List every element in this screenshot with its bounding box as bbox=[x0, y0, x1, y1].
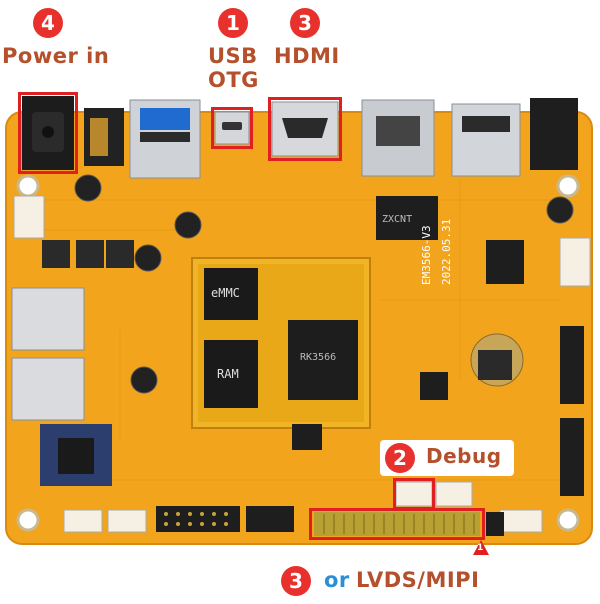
debug-badge: 2 bbox=[385, 443, 415, 473]
debug-highlight bbox=[393, 478, 435, 510]
soc-chip bbox=[288, 320, 358, 400]
pin1-marker: 1 bbox=[477, 543, 484, 553]
lvds-mipi-badge: 3 bbox=[281, 566, 311, 596]
network-ic bbox=[376, 196, 438, 240]
wifi-module bbox=[40, 424, 112, 486]
lvds-mipi-label: LVDS/MIPI bbox=[356, 568, 480, 592]
micro-usb-port bbox=[214, 111, 250, 145]
power-jack bbox=[22, 96, 74, 170]
ethernet-port bbox=[361, 99, 435, 177]
usb-otg-badge: 1 bbox=[218, 8, 248, 38]
board-date: 2022.05.31 bbox=[440, 219, 453, 285]
lvds-header bbox=[314, 512, 480, 536]
usb-a-port-2 bbox=[451, 103, 521, 177]
power-in-highlight bbox=[18, 92, 78, 174]
usb-a-port bbox=[129, 99, 201, 179]
debug-label: Debug bbox=[426, 444, 502, 468]
network-ic-label: ZXCNT bbox=[382, 214, 412, 225]
hdmi-badge: 3 bbox=[290, 8, 320, 38]
power-in-badge: 4 bbox=[33, 8, 63, 38]
soc-model: RK3566 bbox=[300, 352, 336, 363]
usb-otg-highlight bbox=[211, 107, 253, 149]
emmc-chip bbox=[204, 268, 258, 320]
board-model: EM3566-V3 bbox=[420, 225, 433, 285]
hdmi-port bbox=[271, 101, 339, 157]
usb-otg-label-line2: OTG bbox=[208, 68, 259, 92]
usb-otg-label-line1: USB bbox=[208, 44, 258, 68]
pin1-triangle-icon bbox=[473, 540, 489, 555]
lvds-mipi-highlight bbox=[309, 508, 485, 540]
hdmi-label: HDMI bbox=[274, 44, 340, 68]
ram-chip bbox=[204, 340, 258, 408]
emmc-label: eMMC bbox=[211, 286, 240, 300]
sd-slot bbox=[11, 287, 85, 351]
hdmi-highlight bbox=[268, 97, 342, 161]
som-module bbox=[191, 257, 371, 429]
power-in-label: Power in bbox=[2, 44, 110, 68]
audio-jack bbox=[84, 108, 124, 166]
lvds-mipi-or: or bbox=[324, 568, 350, 592]
ram-label: RAM bbox=[217, 367, 239, 381]
sim-slot bbox=[11, 357, 85, 421]
